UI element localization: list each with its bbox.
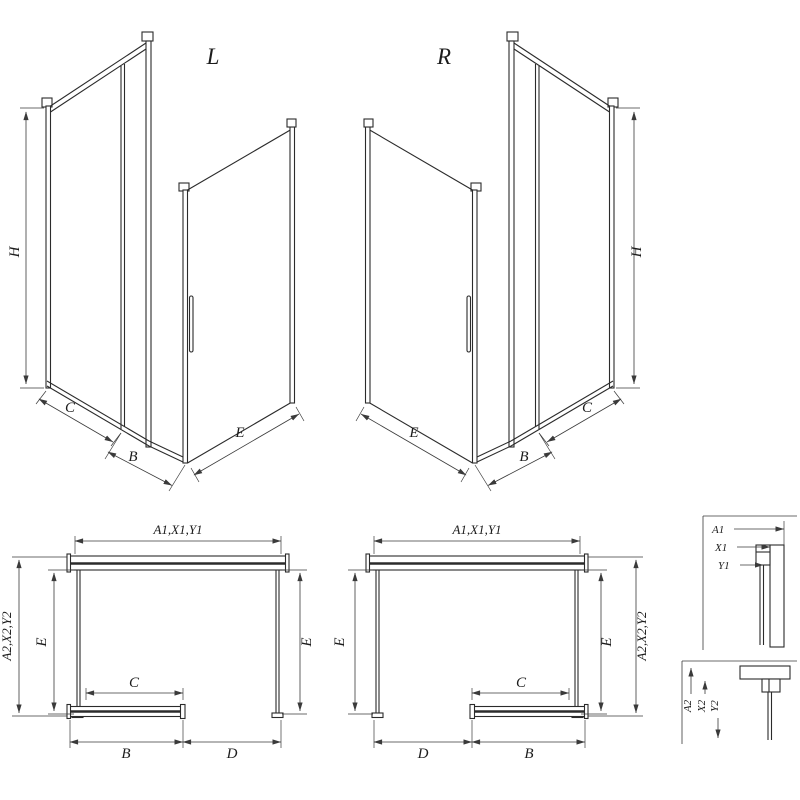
dim-depth-left: E: [332, 637, 348, 647]
side-panel-profile: [364, 126, 371, 404]
detail-bottom-section: [739, 665, 791, 740]
iso-left-dimensions: H C B E: [7, 107, 305, 492]
mast-cap: [506, 31, 519, 42]
dim-overall-width: A1,X1,Y1: [152, 522, 202, 537]
dim-fixed-width: C: [65, 400, 76, 416]
dim-height: H: [629, 245, 645, 258]
dim-fixed-width: C: [582, 400, 593, 416]
profile-section: [761, 678, 781, 693]
door-handle: [188, 295, 194, 353]
iso-left-view: L: [7, 31, 305, 492]
plan-left-walls: [66, 553, 290, 720]
mast-cap: [141, 31, 154, 42]
door-handle: [466, 295, 472, 353]
dim-side-width: E: [234, 425, 244, 441]
dim-opening-width: D: [226, 746, 238, 762]
variant-label-right: R: [436, 44, 451, 69]
detail-label-x2: X2: [696, 699, 708, 713]
iso-right-view: R H: [355, 31, 645, 492]
mast-profile: [508, 40, 515, 448]
detail-label-y1: Y1: [718, 560, 730, 572]
dim-depth-right: E: [599, 637, 615, 647]
detail-top-view: A1 X1 Y1: [702, 515, 797, 650]
plan-right-walls: [365, 553, 589, 720]
variant-label-left: L: [206, 44, 220, 69]
dim-depth-left: E: [34, 637, 50, 647]
dim-overall-depth: A2,X2,Y2: [634, 611, 649, 662]
wall-profile: [45, 105, 52, 389]
dim-overall-depth: A2,X2,Y2: [0, 611, 14, 662]
detail-top-section: [755, 544, 785, 648]
corner-post: [471, 189, 478, 464]
dim-depth-right: E: [299, 637, 315, 647]
plan-right-dimensions: A1,X1,Y1 E E A2,X2,Y2 C D B: [332, 522, 649, 762]
profile-section: [755, 544, 771, 566]
dim-fixed-width: C: [129, 675, 140, 691]
wall-hatch: [739, 665, 791, 680]
dim-door-width: B: [524, 746, 533, 762]
side-panel-cap: [363, 118, 374, 128]
wall-profile: [608, 105, 615, 389]
side-panel-cap: [286, 118, 297, 128]
dim-door-width: B: [128, 449, 137, 465]
plan-right-view: A1,X1,Y1 E E A2,X2,Y2 C D B: [332, 522, 649, 762]
wall-hatch: [769, 544, 785, 648]
dim-side-width: E: [408, 425, 418, 441]
dim-opening-width: D: [417, 746, 429, 762]
dim-overall-width: A1,X1,Y1: [451, 522, 501, 537]
detail-bottom-view: A2 X2 Y2: [681, 660, 797, 744]
dim-door-width: B: [121, 746, 130, 762]
dim-height: H: [7, 245, 23, 258]
iso-right-dimensions: H E B C: [355, 107, 645, 492]
plan-left-view: A1,X1,Y1 E A2,X2,Y2 E C B D: [0, 522, 315, 762]
mast-profile: [145, 40, 152, 448]
dim-door-width: B: [519, 449, 528, 465]
detail-label-x1: X1: [714, 542, 727, 554]
side-panel-profile: [289, 126, 296, 404]
detail-label-y2: Y2: [709, 700, 721, 712]
iso-right-panels: [363, 31, 619, 464]
iso-left-panels: [41, 31, 297, 464]
corner-post: [182, 189, 189, 464]
dim-fixed-width: C: [516, 675, 527, 691]
detail-label-a2: A2: [682, 699, 694, 713]
plan-left-dimensions: A1,X1,Y1 E A2,X2,Y2 E C B D: [0, 522, 315, 762]
detail-label-a1: A1: [711, 524, 724, 536]
